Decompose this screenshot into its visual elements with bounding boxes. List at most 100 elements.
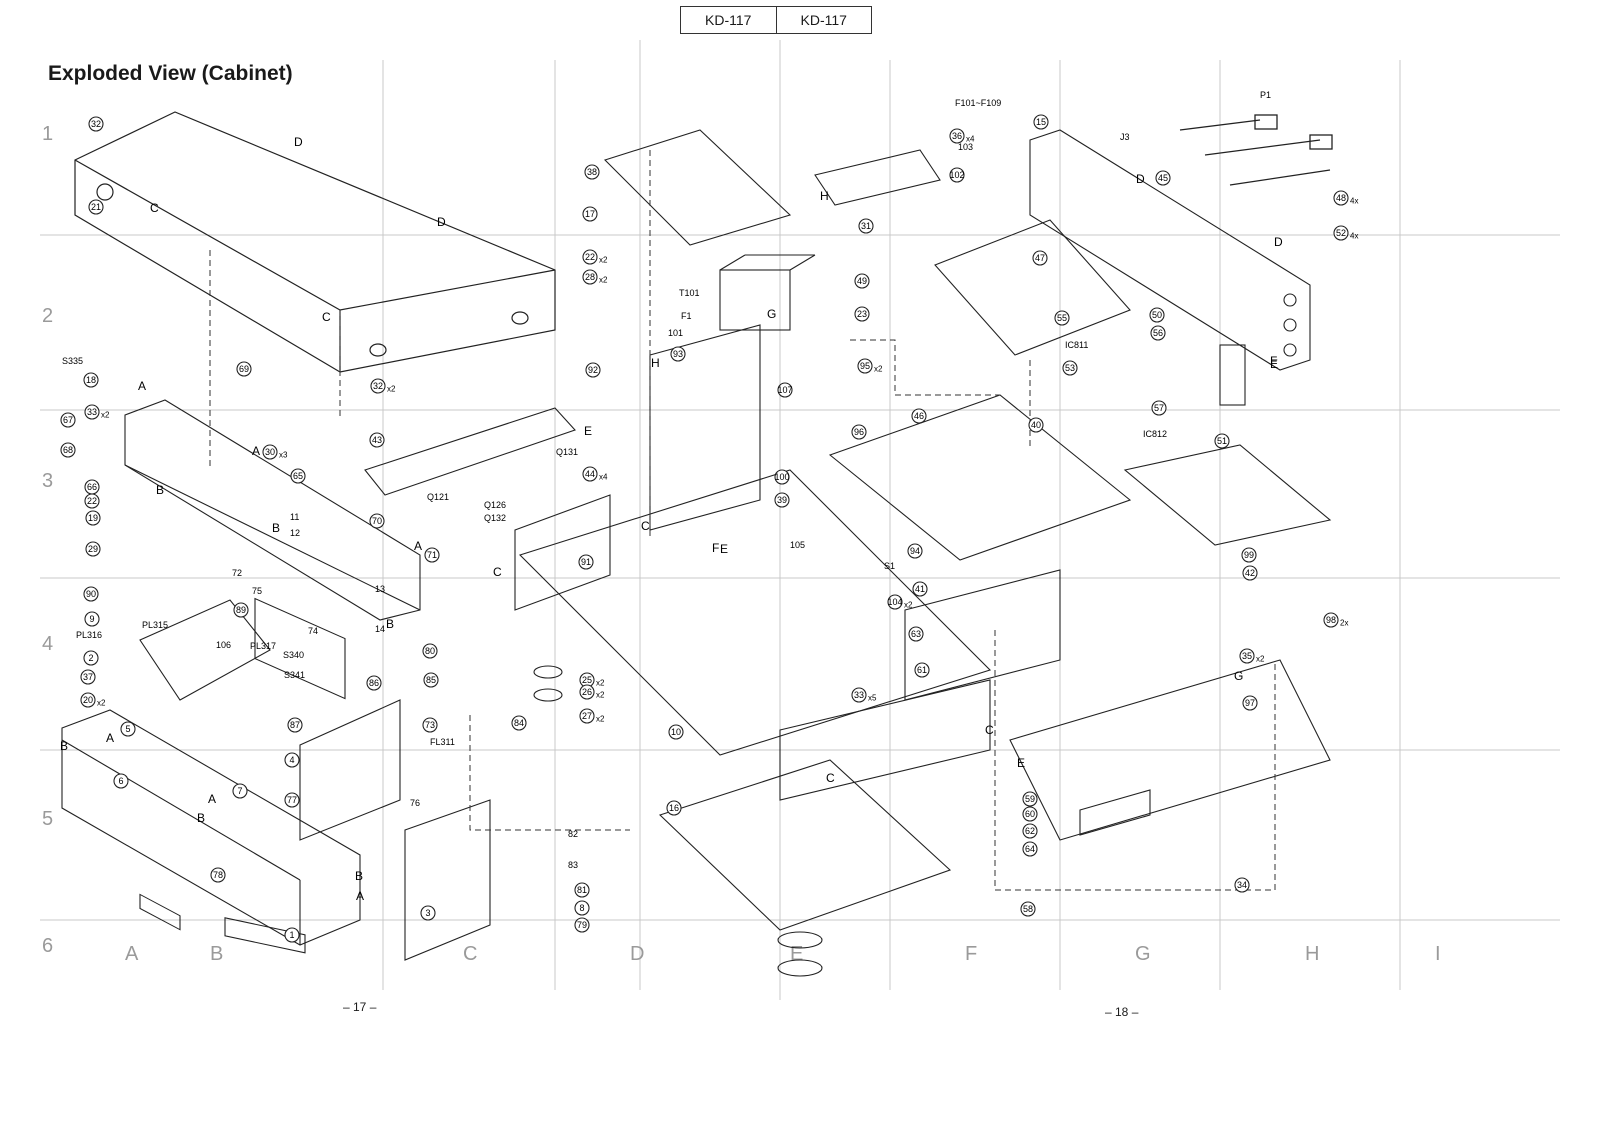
- callout-number: 37: [83, 672, 93, 682]
- rear-panel: [934, 129, 1311, 406]
- grid-row-label: 4: [42, 633, 53, 655]
- callout-number: 39: [777, 495, 787, 505]
- reference-letter: C: [150, 201, 159, 215]
- reference-letter: C: [641, 519, 650, 533]
- part-callout: 68: [60, 442, 76, 458]
- part-designator: 105: [790, 540, 805, 550]
- part-designator: FL311: [430, 737, 455, 747]
- reference-letter: G: [767, 307, 776, 321]
- part-designator: 13: [375, 584, 385, 594]
- callout-number: 48: [1336, 193, 1346, 203]
- reference-letter: D: [1274, 235, 1283, 249]
- reference-letter: F: [1270, 354, 1277, 368]
- callout-number: 80: [425, 646, 435, 656]
- callout-number: 104: [887, 597, 902, 607]
- part-callout: 17: [582, 206, 598, 222]
- part-designator: 83: [568, 860, 578, 870]
- model-label-left: KD-117: [705, 12, 752, 28]
- part-callout: 41: [912, 581, 928, 597]
- part-callout: 85: [423, 672, 439, 688]
- part-callout: 100: [774, 469, 790, 485]
- part-callout: 94: [907, 543, 923, 559]
- part-callout: 8: [574, 900, 590, 916]
- part-callout: 71: [424, 547, 440, 563]
- model-header: KD-117 KD-117: [680, 6, 872, 34]
- callout-number: 40: [1031, 420, 1041, 430]
- grid-row-label: 5: [42, 808, 53, 830]
- callout-number: 22: [585, 252, 595, 262]
- callout-number: 18: [86, 375, 96, 385]
- part-designator: 74: [308, 626, 318, 636]
- part-designator: 82: [568, 829, 578, 839]
- callout-number: 5: [125, 724, 130, 734]
- dashed-assembly-guides: [209, 150, 1276, 891]
- part-callout: 81: [574, 882, 590, 898]
- part-callout: 65: [290, 468, 306, 484]
- grid-row-label: 1: [42, 123, 53, 145]
- part-designator: IC811: [1065, 340, 1088, 350]
- callout-number: 56: [1153, 328, 1163, 338]
- part-callout: 57: [1151, 400, 1167, 416]
- part-callout: 97: [1242, 695, 1258, 711]
- callout-quantity: 4x: [1350, 197, 1358, 206]
- part-callout: 22: [84, 493, 100, 509]
- pcb-boards: [364, 394, 1332, 931]
- reference-letter: B: [355, 869, 363, 883]
- reference-letter: C: [322, 310, 331, 324]
- callout-number: 49: [857, 276, 867, 286]
- part-designator: PL317: [250, 641, 276, 651]
- callout-number: 90: [86, 589, 96, 599]
- callout-number: 30: [265, 447, 275, 457]
- reference-letter: C: [985, 723, 994, 737]
- part-designator: S340: [283, 650, 304, 660]
- part-callout: 9: [84, 611, 100, 627]
- page-number-right: – 18 –: [1105, 1005, 1139, 1019]
- callout-number: 87: [290, 720, 300, 730]
- callout-number: 69: [239, 364, 249, 374]
- cabinet-top-cover: [74, 111, 556, 373]
- part-callout: 56: [1150, 325, 1166, 341]
- part-callout: 61: [914, 662, 930, 678]
- reference-letter: A: [208, 792, 216, 806]
- power-transformer: [719, 254, 816, 331]
- callout-number: 16: [669, 803, 679, 813]
- callout-number: 8: [579, 903, 584, 913]
- callout-quantity: x2: [596, 691, 605, 700]
- callout-number: 1: [289, 930, 294, 940]
- part-callout: 47: [1032, 250, 1048, 266]
- power-cords: [1179, 114, 1333, 186]
- part-designator: 14: [375, 624, 385, 634]
- callout-number: 100: [774, 472, 789, 482]
- callout-number: 31: [861, 221, 871, 231]
- grid-row-label: 6: [42, 935, 53, 957]
- callout-number: 84: [514, 718, 524, 728]
- callout-number: 3: [425, 908, 430, 918]
- callout-number: 7: [237, 786, 242, 796]
- part-callout: 107: [777, 382, 793, 398]
- part-callout: 6: [113, 773, 129, 789]
- part-callout: 15: [1033, 114, 1049, 130]
- reference-letter: B: [60, 739, 68, 753]
- grid-column-label: H: [1305, 943, 1319, 965]
- part-callout: 45: [1155, 170, 1171, 186]
- callout-number: 91: [581, 557, 591, 567]
- part-designator: Q126: [484, 500, 506, 510]
- callout-number: 42: [1245, 568, 1255, 578]
- front-panel-assembly: [61, 599, 491, 961]
- reference-letter: D: [437, 215, 446, 229]
- part-designator: 101: [668, 328, 683, 338]
- part-callout: 37: [80, 669, 96, 685]
- part-callout: 40: [1028, 417, 1044, 433]
- part-callout: 102: [949, 167, 965, 183]
- callout-number: 99: [1244, 550, 1254, 560]
- callout-number: 53: [1065, 363, 1075, 373]
- callout-number: 51: [1217, 436, 1227, 446]
- callout-quantity: x2: [596, 715, 605, 724]
- grid-column-label: E: [790, 943, 803, 965]
- callout-number: 97: [1245, 698, 1255, 708]
- part-designator: T101: [679, 288, 700, 298]
